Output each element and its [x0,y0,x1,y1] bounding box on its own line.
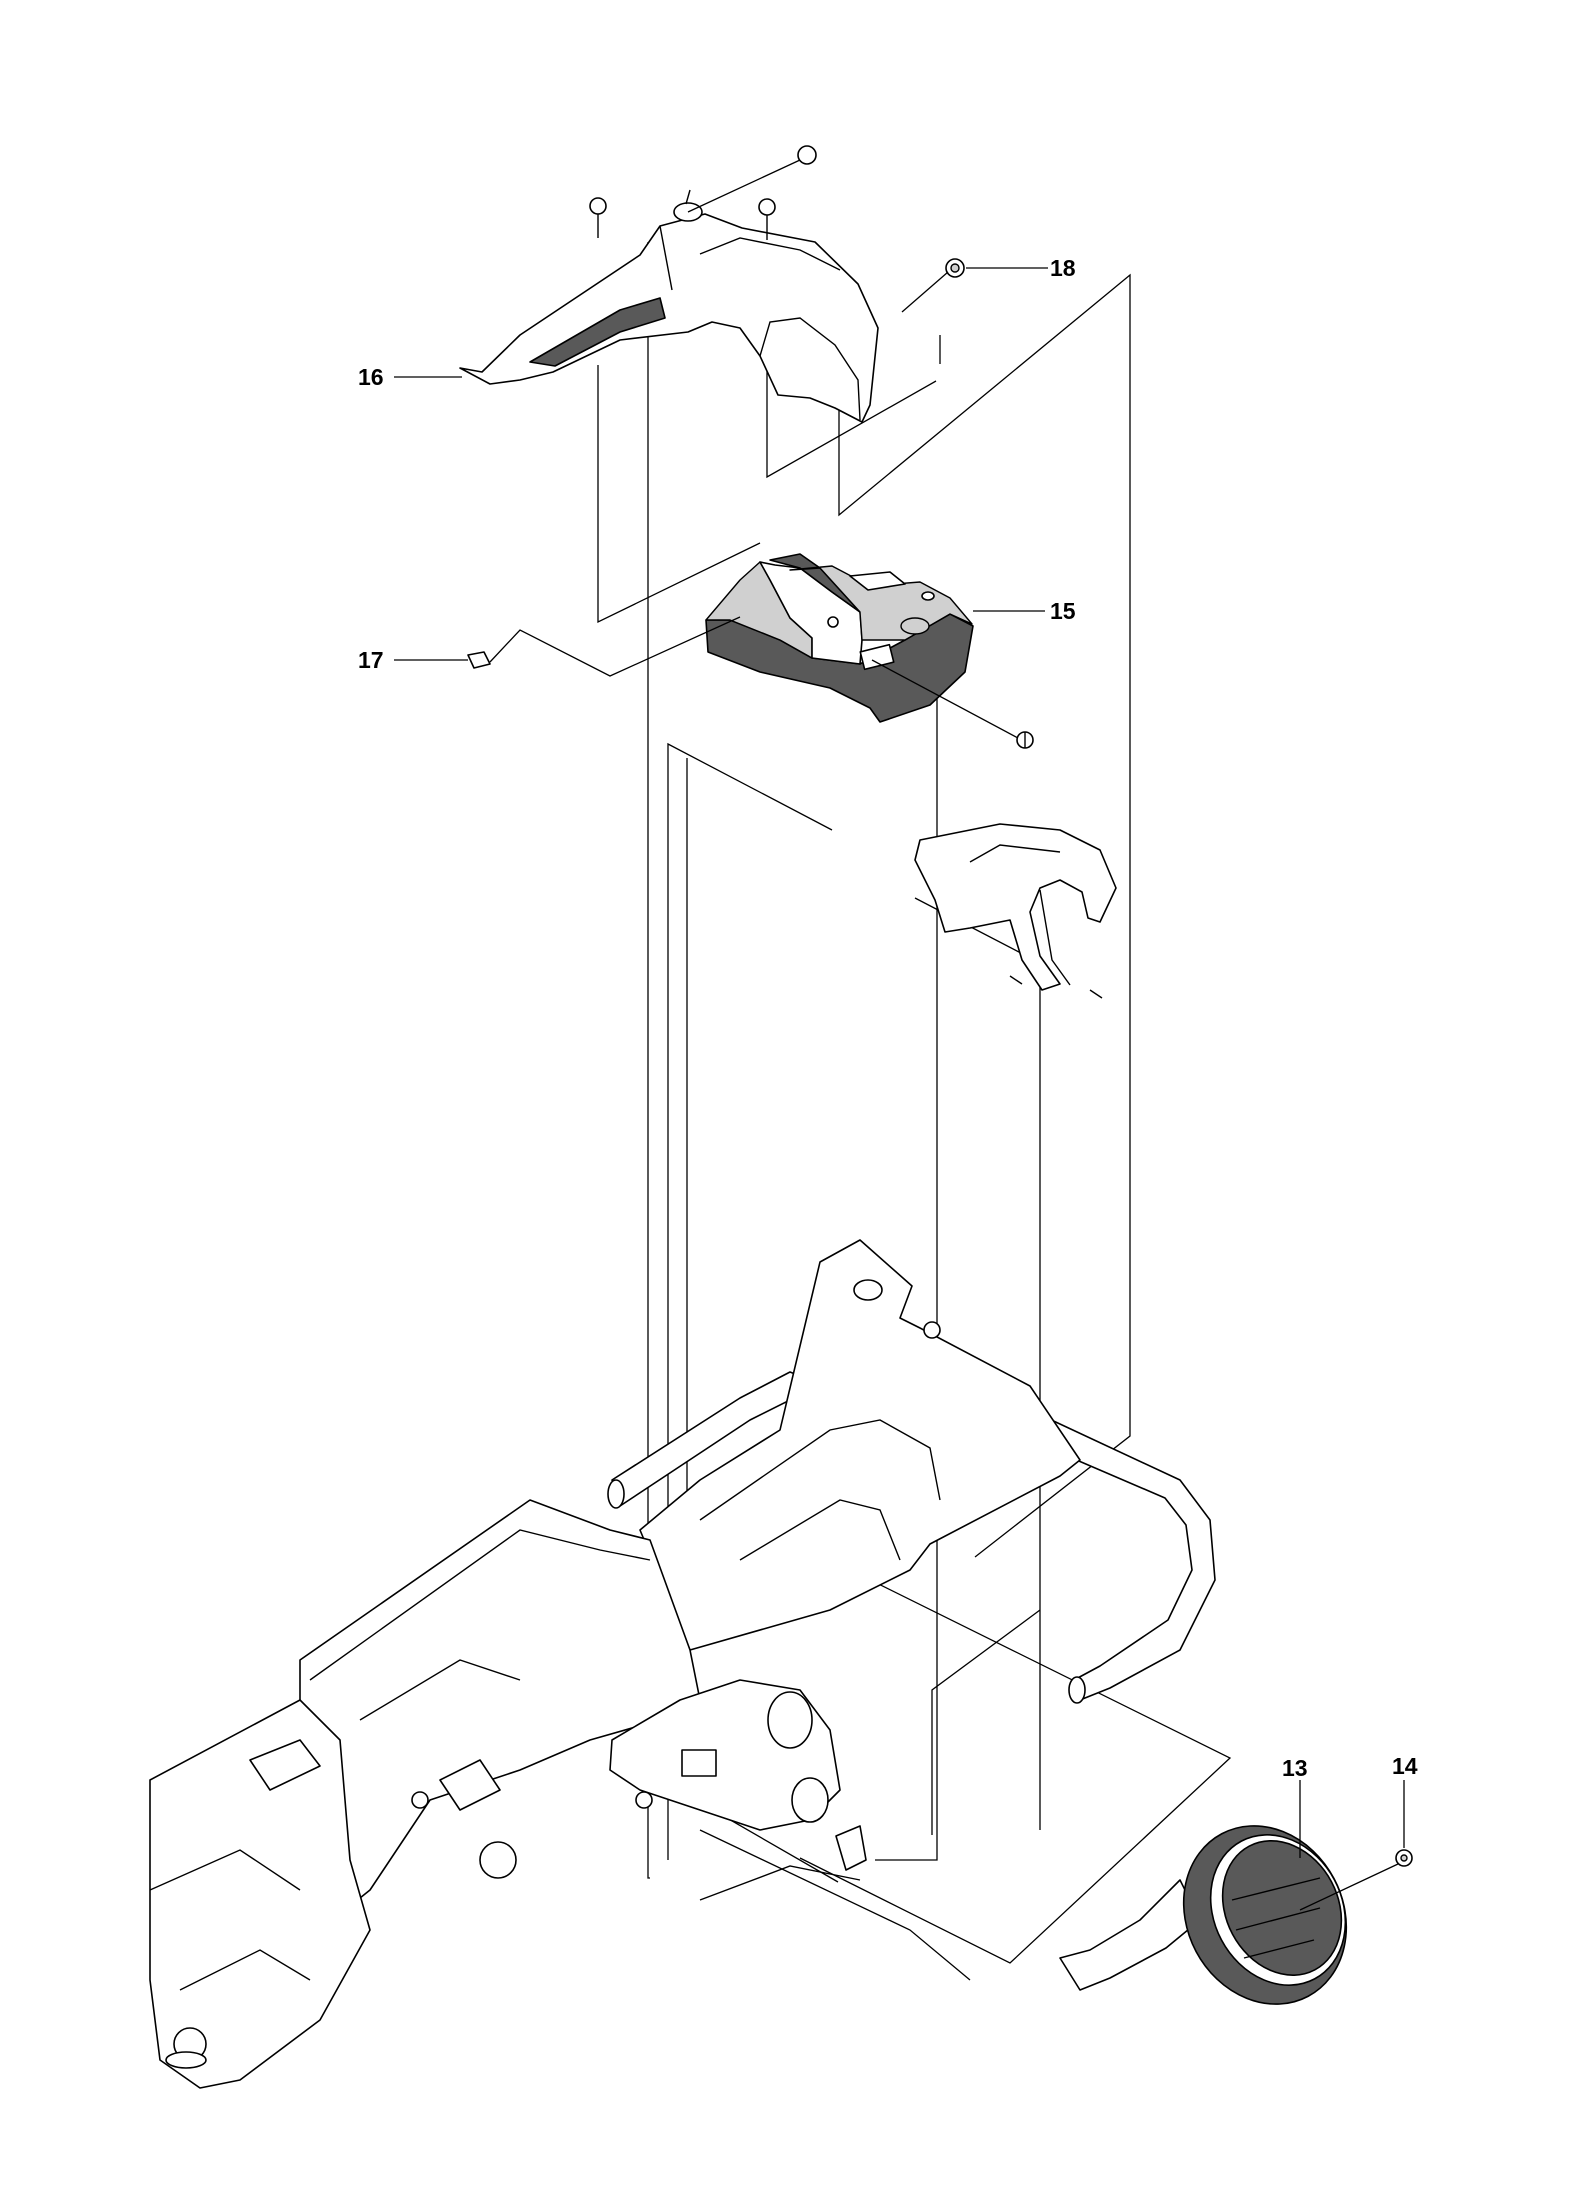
callout-14: 14 [1392,1753,1418,1779]
callout-13: 13 [1282,1755,1308,1781]
callout-leaders [394,267,1405,1858]
console-screw [871,659,1034,749]
part-18-nut [901,258,965,313]
part-17-clip [467,616,741,677]
callout-15: 15 [1050,598,1076,624]
part-14-screw [1299,1849,1413,1911]
heat-shield-plate [914,823,1117,999]
chassis-frame [149,1239,1216,2089]
callout-18: 18 [1050,255,1076,281]
screw-set-top [589,145,817,240]
part-16-shroud [459,189,879,423]
callout-labels: 16 17 18 15 13 14 [358,255,1418,1781]
callout-17: 17 [358,647,384,673]
part-13-wheel-cover [1059,1825,1348,2005]
part-15-console-housing [705,553,974,723]
callout-16: 16 [358,364,384,390]
